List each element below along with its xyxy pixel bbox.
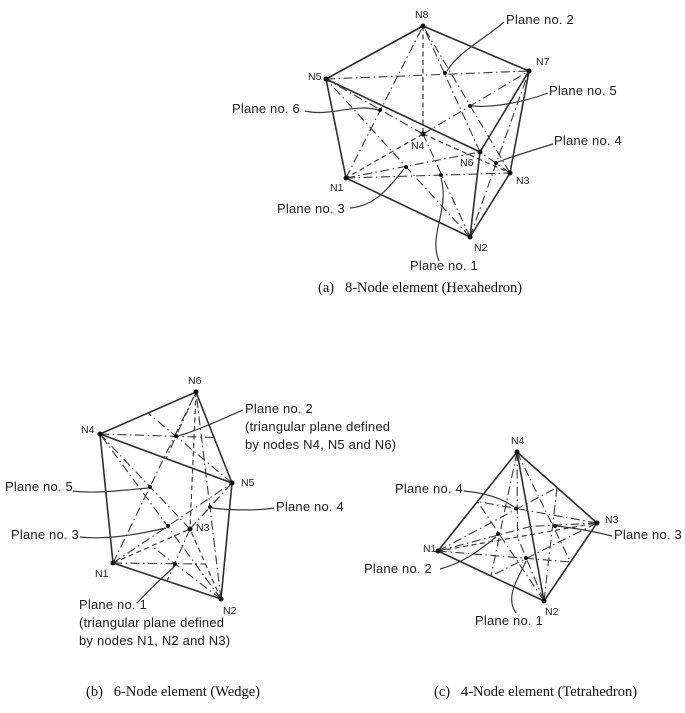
wedge-node-label-n5: N5 bbox=[241, 477, 255, 489]
hexahedron-plane-label-6: Plane no. 6 bbox=[232, 101, 300, 116]
hexahedron-node-label-n8: N8 bbox=[415, 9, 429, 21]
wedge-plane-2-note-line2: by nodes N4, N5 and N6) bbox=[245, 437, 397, 452]
wedge-node-label-n6: N6 bbox=[188, 375, 202, 387]
hexahedron-node-label-n4: N4 bbox=[411, 140, 425, 152]
tetrahedron-plane-label-1: Plane no. 1 bbox=[475, 613, 543, 628]
tetrahedron-plane-diagonals bbox=[437, 451, 598, 602]
tetrahedron-plane-label-4: Plane no. 4 bbox=[395, 481, 463, 496]
wedge-node-label-n3: N3 bbox=[196, 522, 210, 534]
wedge-hidden-edges bbox=[112, 391, 222, 600]
tetrahedron-visible-edges bbox=[437, 451, 598, 602]
tetrahedron-leader-lines bbox=[439, 490, 613, 614]
wedge-figure bbox=[72, 389, 275, 604]
hexahedron-node-label-n2: N2 bbox=[474, 242, 488, 254]
wedge-node-label-n2: N2 bbox=[223, 605, 237, 617]
hexahedron-node-label-n7: N7 bbox=[536, 56, 550, 68]
wedge-plane-label-5: Plane no. 5 bbox=[5, 479, 73, 494]
hexahedron-caption: (a) 8-Node element (Hexahedron) bbox=[318, 280, 523, 296]
hexahedron-plane-label-4: Plane no. 4 bbox=[554, 133, 622, 148]
hexahedron-visible-edges bbox=[325, 25, 530, 238]
wedge-plane-1-note-line2: by nodes N1, N2 and N3) bbox=[79, 633, 231, 648]
wedge-plane-label-1: Plane no. 1 bbox=[79, 597, 147, 612]
wedge-plane-2-note-line1: (triangular plane defined bbox=[245, 419, 391, 434]
hexahedron-plane-label-3: Plane no. 3 bbox=[277, 201, 345, 216]
hexahedron-plane-center-dots bbox=[378, 71, 498, 177]
hexahedron-plane-label-2: Plane no. 2 bbox=[506, 12, 574, 27]
hexahedron-node-label-n6: N6 bbox=[460, 157, 474, 169]
tetrahedron-node-label-n1: N1 bbox=[423, 543, 437, 555]
tetrahedron-hidden-edges bbox=[437, 522, 598, 552]
tetrahedron-node-label-n4: N4 bbox=[511, 435, 525, 447]
wedge-caption: (b) 6-Node element (Wedge) bbox=[86, 684, 260, 700]
tetrahedron-plane-center-dots bbox=[496, 506, 557, 560]
hexahedron-plane-label-5: Plane no. 5 bbox=[549, 83, 617, 98]
hexahedron-leader-lines bbox=[304, 21, 554, 262]
hexahedron-plane-diagonals bbox=[325, 25, 530, 238]
tetrahedron-figure bbox=[435, 449, 613, 614]
wedge-plane-center-dots bbox=[148, 434, 212, 566]
wedge-node-dots bbox=[97, 389, 235, 602]
wedge-node-label-n1: N1 bbox=[95, 568, 109, 580]
hexahedron-node-label-n1: N1 bbox=[330, 182, 344, 194]
wedge-plane-label-2: Plane no. 2 bbox=[245, 401, 313, 416]
hexahedron-node-dots bbox=[323, 23, 532, 240]
tetrahedron-node-label-n3: N3 bbox=[605, 514, 619, 526]
tetrahedron-plane-label-2: Plane no. 2 bbox=[364, 561, 432, 576]
tetrahedron-plane-label-3: Plane no. 3 bbox=[614, 527, 682, 542]
wedge-plane-label-3: Plane no. 3 bbox=[11, 527, 79, 542]
hexahedron-figure bbox=[304, 21, 554, 262]
wedge-leader-lines bbox=[72, 409, 275, 604]
hexahedron-node-label-n3: N3 bbox=[516, 175, 530, 187]
hexahedron-hidden-edges bbox=[345, 26, 511, 179]
hexahedron-node-label-n5: N5 bbox=[308, 71, 322, 83]
wedge-plane-label-4: Plane no. 4 bbox=[276, 499, 344, 514]
wedge-visible-edges bbox=[99, 391, 233, 600]
hexahedron-plane-label-1: Plane no. 1 bbox=[410, 258, 478, 273]
tetrahedron-node-label-n2: N2 bbox=[545, 606, 559, 618]
wedge-node-label-n4: N4 bbox=[81, 424, 95, 436]
tetrahedron-node-dots bbox=[435, 449, 600, 604]
wedge-plane-1-note-line1: (triangular plane defined bbox=[79, 615, 225, 630]
tetrahedron-caption: (c) 4-Node element (Tetrahedron) bbox=[434, 684, 638, 700]
